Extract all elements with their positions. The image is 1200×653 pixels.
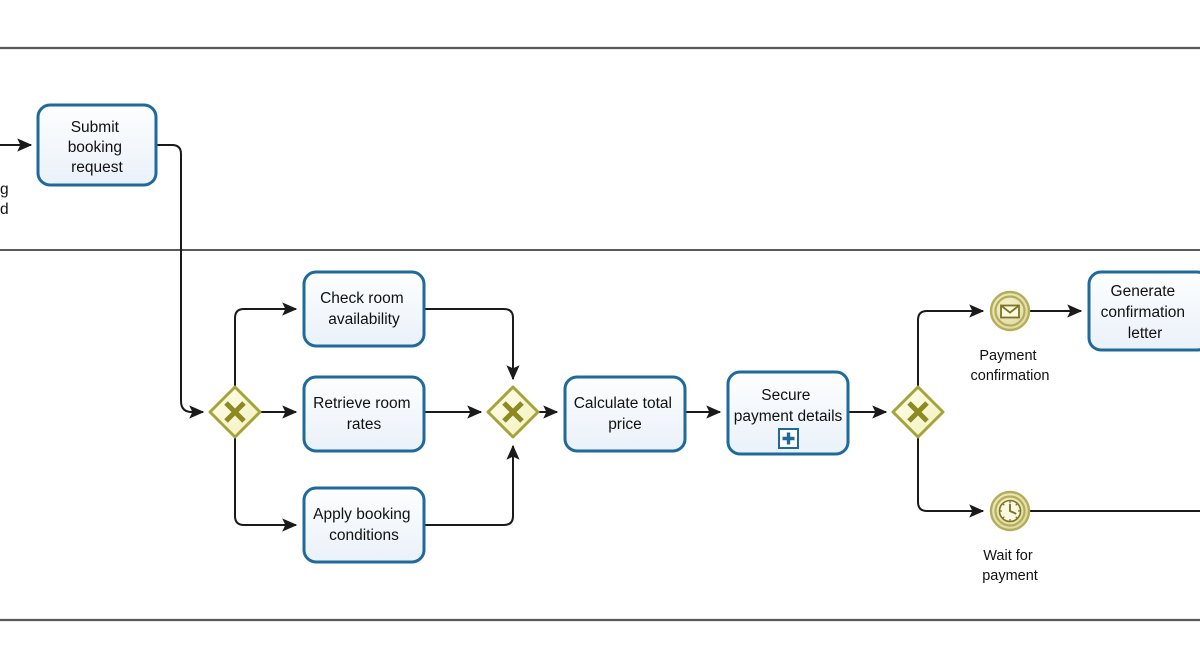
flow-gateway-to-confirmation[interactable] bbox=[917, 304, 985, 387]
task-label: Submit booking request bbox=[68, 119, 127, 176]
task-shape bbox=[302, 270, 426, 348]
task-apply-booking-conditions[interactable]: Apply booking conditions bbox=[302, 486, 426, 564]
flow-check-to-join[interactable] bbox=[424, 308, 520, 381]
event-label: Wait for payment bbox=[982, 548, 1038, 584]
pool-frame bbox=[0, 46, 1200, 622]
envelope-icon bbox=[1000, 304, 1020, 319]
task-calculate-total-price[interactable]: Calculate total price bbox=[563, 375, 687, 453]
event-payment-confirmation[interactable]: Payment confirmation bbox=[971, 290, 1050, 384]
task-generate-confirmation-letter[interactable]: Generate confirmation letter bbox=[1087, 270, 1200, 352]
task-label: Apply booking conditions bbox=[313, 506, 415, 544]
flow-split-to-apply[interactable] bbox=[234, 437, 298, 532]
task-shape bbox=[1087, 270, 1200, 352]
task-label: Calculate total price bbox=[574, 395, 677, 433]
event-wait-for-payment[interactable]: Wait for payment bbox=[982, 490, 1038, 584]
exclusive-x-icon bbox=[907, 401, 929, 423]
task-shape bbox=[726, 370, 850, 456]
exclusive-x-icon bbox=[502, 401, 524, 423]
task-label: Retrieve room rates bbox=[313, 395, 415, 433]
flow-submit-to-submit-elbow[interactable] bbox=[156, 144, 205, 419]
event-inner-circle bbox=[994, 295, 1026, 327]
flow-split-to-check[interactable] bbox=[234, 302, 298, 387]
task-submit-booking-request[interactable]: Submit booking request bbox=[36, 103, 158, 187]
flow-gateway-to-wait[interactable] bbox=[917, 437, 985, 518]
task-shape bbox=[302, 486, 426, 564]
exclusive-x-icon bbox=[224, 401, 246, 423]
svg-text:g d: g d bbox=[0, 181, 13, 218]
task-retrieve-room-rates[interactable]: Retrieve room rates bbox=[302, 375, 426, 453]
event-label: Payment confirmation bbox=[971, 348, 1050, 384]
clipped-start-event-label: g d bbox=[0, 181, 13, 218]
task-shape bbox=[36, 103, 158, 187]
task-label: Check room availability bbox=[320, 290, 408, 328]
task-check-room-availability[interactable]: Check room availability bbox=[302, 270, 426, 348]
gateway-join-exclusive[interactable] bbox=[486, 385, 540, 439]
task-label: Secure payment details bbox=[734, 387, 843, 425]
clock-icon bbox=[998, 499, 1022, 523]
event-inner-circle bbox=[994, 495, 1026, 527]
collapsed-subprocess-plus-icon bbox=[778, 428, 799, 449]
flow-apply-to-join[interactable] bbox=[424, 444, 520, 526]
sequence-flows bbox=[0, 138, 1200, 532]
task-shape bbox=[563, 375, 687, 453]
gateway-split-exclusive[interactable] bbox=[208, 385, 262, 439]
task-label: Generate confirmation letter bbox=[1101, 283, 1190, 342]
task-shape bbox=[302, 375, 426, 453]
gateway-payment-outcome-exclusive[interactable] bbox=[891, 385, 945, 439]
task-secure-payment-details[interactable]: Secure payment details bbox=[726, 370, 850, 456]
